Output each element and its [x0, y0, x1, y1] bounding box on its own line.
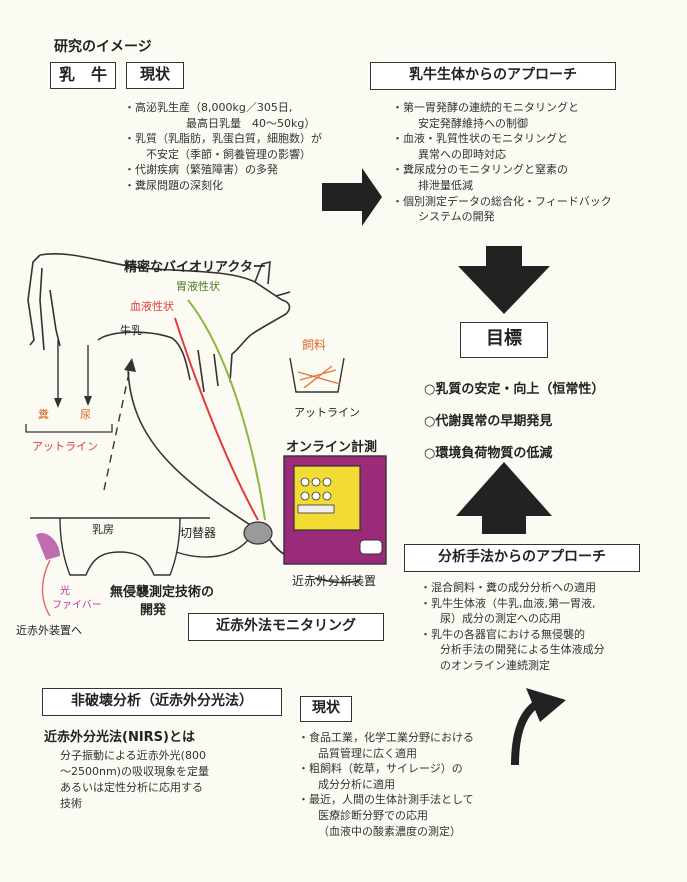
outline-right-label: アットライン — [294, 406, 360, 419]
feces-arrow-head-icon — [54, 398, 62, 408]
online-label: オンライン計測 — [286, 440, 378, 455]
nirs-desc-line: 分子振動による近赤外光(800 — [60, 749, 206, 762]
dashed-arrow-head-icon — [124, 358, 136, 372]
fiber-label-2: ファイバー — [52, 600, 102, 611]
bioreactor-label: 精密なバイオリアクター — [124, 260, 266, 275]
feed-hatch-icon — [297, 365, 341, 389]
feed-bucket-icon — [289, 357, 345, 393]
udder-icon — [59, 517, 181, 576]
list-item: 安定発酵維持への制御 — [418, 116, 528, 130]
list-item: 医療診断分野での応用 — [318, 809, 428, 823]
list-item: 尿）成分の測定への応用 — [440, 612, 561, 626]
switch-label: 切替器 — [180, 526, 217, 540]
list-item: システムの開発 — [418, 210, 495, 224]
goal-item: ○乳質の安定・向上（恒常性） — [424, 382, 605, 397]
nir-port-icon — [359, 539, 383, 555]
list-item: ・乳牛生体液（牛乳,血液,第一胃液, — [420, 596, 596, 610]
nir-monitoring-box: 近赤外法モニタリング — [188, 613, 384, 641]
list-item: ・第一胃発酵の連続的モニタリングと — [392, 101, 579, 114]
list-item: ・糞尿成分のモニタリングと窒素の — [392, 163, 568, 177]
goal-item: ○代謝異常の早期発見 — [424, 414, 553, 429]
list-item: ・乳牛の各器官における無侵襲的 — [420, 627, 585, 641]
approach-bio-title: 乳牛生体からのアプローチ — [370, 62, 616, 90]
nirs-desc-line: ～2500nm)の吸収現象を定量 — [60, 764, 209, 778]
nir-device-label: 近赤外分析装置 — [292, 574, 377, 588]
status-tag-top: 現状 — [126, 62, 184, 89]
to-nir-label: 近赤外装置へ — [16, 624, 82, 637]
list-item: 異常への即時対応 — [418, 147, 506, 161]
nirs-desc-line: 技術 — [60, 796, 82, 810]
list-item: ・粗飼料（乾草，サイレージ）の — [298, 762, 463, 776]
nirs-title: 近赤外分光法(NIRS)とは — [44, 730, 195, 745]
cow-outline-icon — [27, 253, 291, 393]
dashed-arrow-line — [103, 367, 131, 491]
list-item: （血液中の酸素濃度の測定） — [318, 824, 461, 838]
bracket-line — [25, 424, 113, 433]
blood-line — [174, 317, 259, 521]
nir-buttons-icon — [297, 477, 335, 514]
nondestructive-title: 非破壊分析（近赤外分光法） — [42, 688, 282, 716]
goal-list: ○乳質の安定・向上（恒常性） ○代謝異常の早期発見 ○環境負荷物質の低減 — [424, 374, 604, 470]
status-list-top: ・高泌乳生産（8,000kg／305日, 最高日乳量 40～50kg） ・乳質（… — [124, 100, 374, 194]
list-item: ・個別測定データの総合化・フィードバック — [392, 194, 612, 208]
switch-icon — [243, 521, 273, 545]
list-item: ・食品工業，化学工業分野における — [298, 731, 474, 744]
urine-label: 尿 — [80, 408, 91, 421]
status-tag-bottom: 現状 — [300, 696, 352, 722]
list-item: ・高泌乳生産（8,000kg／305日, — [124, 101, 293, 114]
list-item: のオンライン連続測定 — [440, 659, 550, 673]
goal-title: 目標 — [460, 322, 548, 358]
urine-arrow-head-icon — [84, 396, 92, 406]
milk-line — [127, 367, 256, 529]
fiber-line — [41, 559, 51, 617]
goal-item: ○環境負荷物質の低減 — [424, 446, 553, 461]
list-item: ・乳質（乳脂肪，乳蛋白質，細胞数）が — [124, 132, 322, 146]
fiber-probe-icon — [36, 532, 60, 560]
milk-cow-tag: 乳 牛 — [50, 62, 116, 89]
udder-switch-line — [175, 539, 249, 558]
list-item: 最高日乳量 40～50kg） — [186, 116, 316, 130]
stomach-label: 胃液性状 — [176, 280, 220, 293]
nirs-desc-line: あるいは定性分析に応用する — [60, 780, 203, 794]
approach-bio-list: ・第一胃発酵の連続的モニタリングと 安定発酵維持への制御 ・血液・乳質性状のモニ… — [392, 100, 662, 225]
page-title: 研究のイメージ — [54, 39, 152, 55]
approach-analysis-list: ・混合飼料・糞の成分分析への適用 ・乳牛生体液（牛乳,血液,第一胃液, 尿）成分… — [420, 580, 680, 674]
feces-label: 糞 — [38, 408, 49, 421]
noninvasive-label-1: 無侵襲測定技術の — [110, 585, 215, 600]
arrow-down-icon — [458, 246, 550, 314]
status-list-bottom: ・食品工業，化学工業分野における 品質管理に広く適用 ・粗飼料（乾草，サイレージ… — [298, 730, 528, 839]
list-item: 分析手法の開発による生体液成分 — [440, 643, 605, 657]
outline-left-label: アットライン — [32, 440, 98, 453]
fiber-label-1: 光 — [60, 586, 70, 597]
arrow-up-icon — [456, 462, 552, 534]
list-item: 品質管理に広く適用 — [318, 746, 417, 760]
device-cable-line — [314, 577, 361, 584]
list-item: ・最近，人間の生体計測手法として — [298, 793, 474, 807]
curved-arrow-head-icon — [526, 688, 566, 722]
list-item: 排泄量低減 — [418, 179, 473, 193]
feed-label: 飼料 — [302, 338, 327, 352]
list-item: 不安定（季節・飼養管理の影響） — [146, 147, 311, 161]
milk-label: 牛乳 — [120, 324, 142, 337]
stomach-line — [187, 299, 266, 521]
list-item: ・糞尿問題の深刻化 — [124, 179, 223, 193]
blood-label: 血液性状 — [130, 300, 174, 313]
noninvasive-label-2: 開発 — [140, 603, 167, 618]
nirs-description: 分子振動による近赤外光(800 ～2500nm)の吸収現象を定量 あるいは定性分… — [60, 748, 280, 812]
arrow-right-icon — [322, 168, 382, 226]
list-item: ・血液・乳質性状のモニタリングと — [392, 132, 568, 146]
list-item: 成分分析に適用 — [318, 777, 395, 791]
approach-analysis-title: 分析手法からのアプローチ — [404, 544, 640, 572]
list-item: ・混合飼料・糞の成分分析への適用 — [420, 581, 596, 594]
list-item: ・代謝疾病（繁殖障害）の多発 — [124, 163, 278, 177]
udder-label: 乳房 — [92, 523, 114, 536]
